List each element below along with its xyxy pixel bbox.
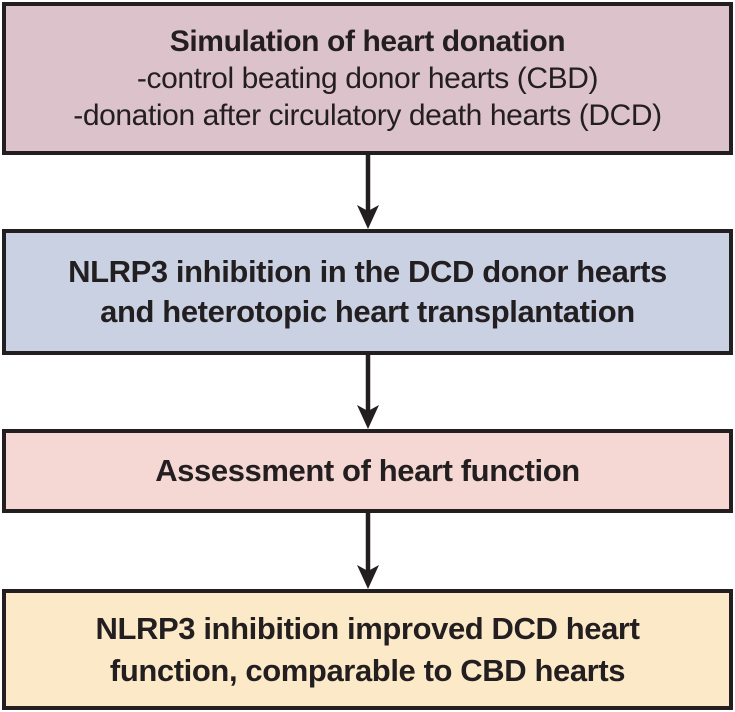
down-arrow-icon [357, 155, 379, 229]
box-nlrp3-line-2: and heterotopic heart transplantation [100, 294, 635, 329]
box-nlrp3-line-1: NLRP3 inhibition in the DCD donor hearts [68, 254, 667, 289]
box-simulation-of-heart-donation: Simulation of heart donation -control be… [2, 2, 733, 155]
box-simulation-item-cbd: -control beating donor hearts (CBD) [136, 62, 599, 95]
down-arrow-2 [348, 355, 388, 429]
box-nlrp3-inhibition-transplantation: NLRP3 inhibition in the DCD donor hearts… [2, 229, 733, 355]
box-simulation-item-dcd: -donation after circulatory death hearts… [73, 99, 662, 132]
box-assessment-of-heart-function: Assessment of heart function [2, 429, 733, 513]
down-arrow-icon [357, 355, 379, 429]
box-outcome-line-1: NLRP3 inhibition improved DCD heart [95, 610, 640, 646]
box-assessment-title: Assessment of heart function [155, 453, 580, 488]
down-arrow-1 [348, 155, 388, 229]
down-arrow-icon [357, 513, 379, 589]
box-outcome: NLRP3 inhibition improved DCD heart func… [2, 589, 733, 710]
box-simulation-title: Simulation of heart donation [169, 25, 566, 58]
down-arrow-3 [348, 513, 388, 589]
box-outcome-line-2: function, comparable to CBD hearts [109, 652, 626, 688]
